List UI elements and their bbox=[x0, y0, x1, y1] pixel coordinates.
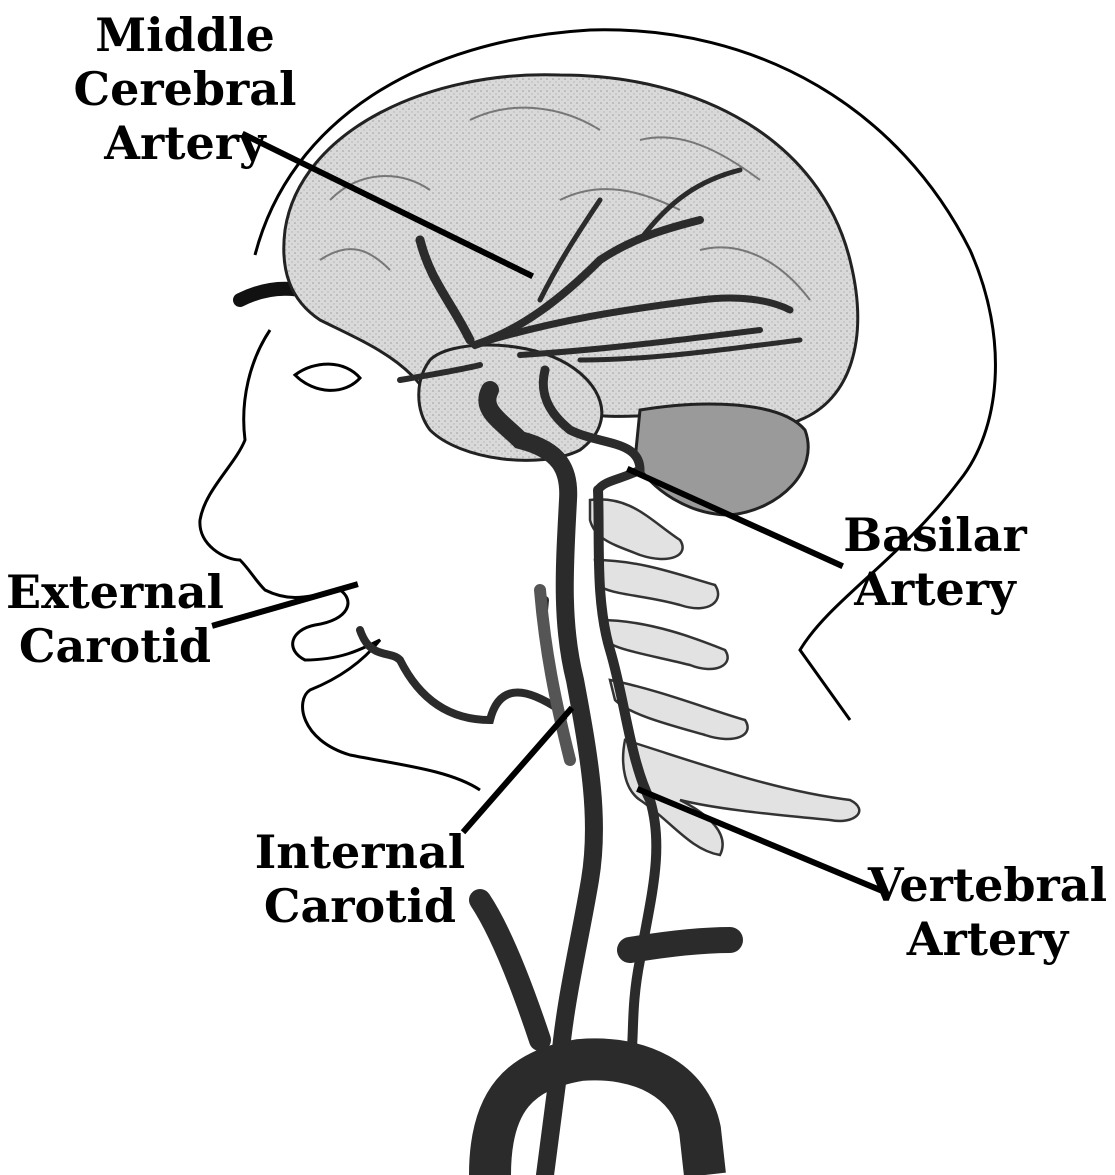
external-carotid-vessel bbox=[360, 600, 560, 720]
brachiocephalic-artery bbox=[480, 900, 540, 1040]
label-external-carotid: External Carotid bbox=[0, 565, 230, 673]
subclavian-artery bbox=[630, 940, 730, 950]
label-internal-carotid: Internal Carotid bbox=[250, 825, 470, 933]
label-line: Vertebral bbox=[865, 858, 1110, 912]
label-line: Carotid bbox=[250, 879, 470, 933]
label-line: Internal bbox=[250, 825, 470, 879]
label-middle-cerebral-artery: Middle Cerebral Artery bbox=[70, 8, 300, 170]
aortic-arch bbox=[490, 1059, 705, 1175]
label-line: Basilar bbox=[830, 508, 1040, 562]
label-line: Artery bbox=[865, 912, 1110, 966]
label-line: Middle bbox=[70, 8, 300, 62]
label-basilar-artery: Basilar Artery bbox=[830, 508, 1040, 616]
label-line: Artery bbox=[830, 562, 1040, 616]
label-vertebral-artery: Vertebral Artery bbox=[865, 858, 1110, 966]
leader-internal-carotid bbox=[465, 710, 570, 830]
label-line: Carotid bbox=[0, 619, 230, 673]
cerebellum bbox=[635, 404, 808, 515]
label-line: Artery bbox=[70, 116, 300, 170]
label-line: External bbox=[0, 565, 230, 619]
eye bbox=[295, 364, 360, 390]
label-line: Cerebral bbox=[70, 62, 300, 116]
